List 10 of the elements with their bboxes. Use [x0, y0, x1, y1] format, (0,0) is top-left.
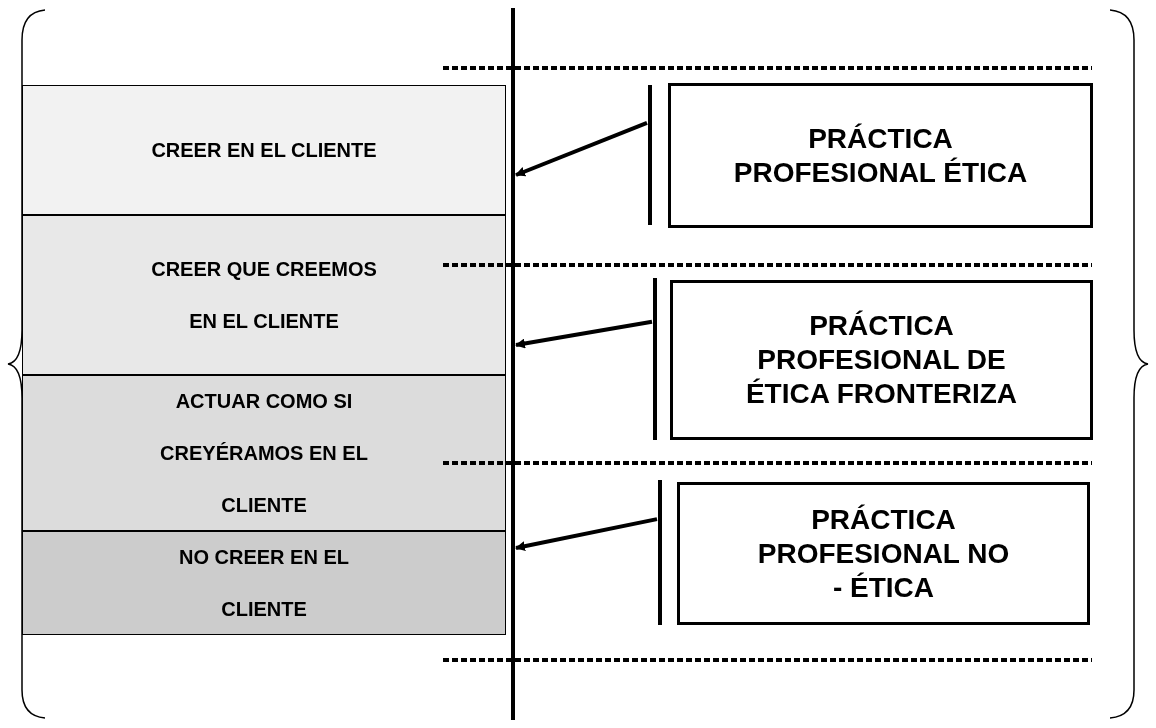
level-band: CREER EN EL CLIENTE [22, 85, 506, 215]
arrow [515, 120, 648, 177]
arrow [515, 517, 658, 552]
category-box: PRÁCTICA PROFESIONAL DE ÉTICA FRONTERIZA [670, 280, 1093, 440]
level-band: CREER QUE CREEMOS EN EL CLIENTE [22, 215, 506, 375]
arrow [515, 319, 653, 349]
level-band: NO CREER EN EL CLIENTE [22, 531, 506, 635]
level-band: ACTUAR COMO SI CREYÉRAMOS EN EL CLIENTE [22, 375, 506, 531]
category-box: PRÁCTICA PROFESIONAL ÉTICA [668, 83, 1093, 228]
category-box: PRÁCTICA PROFESIONAL NO - ÉTICA [677, 482, 1090, 625]
